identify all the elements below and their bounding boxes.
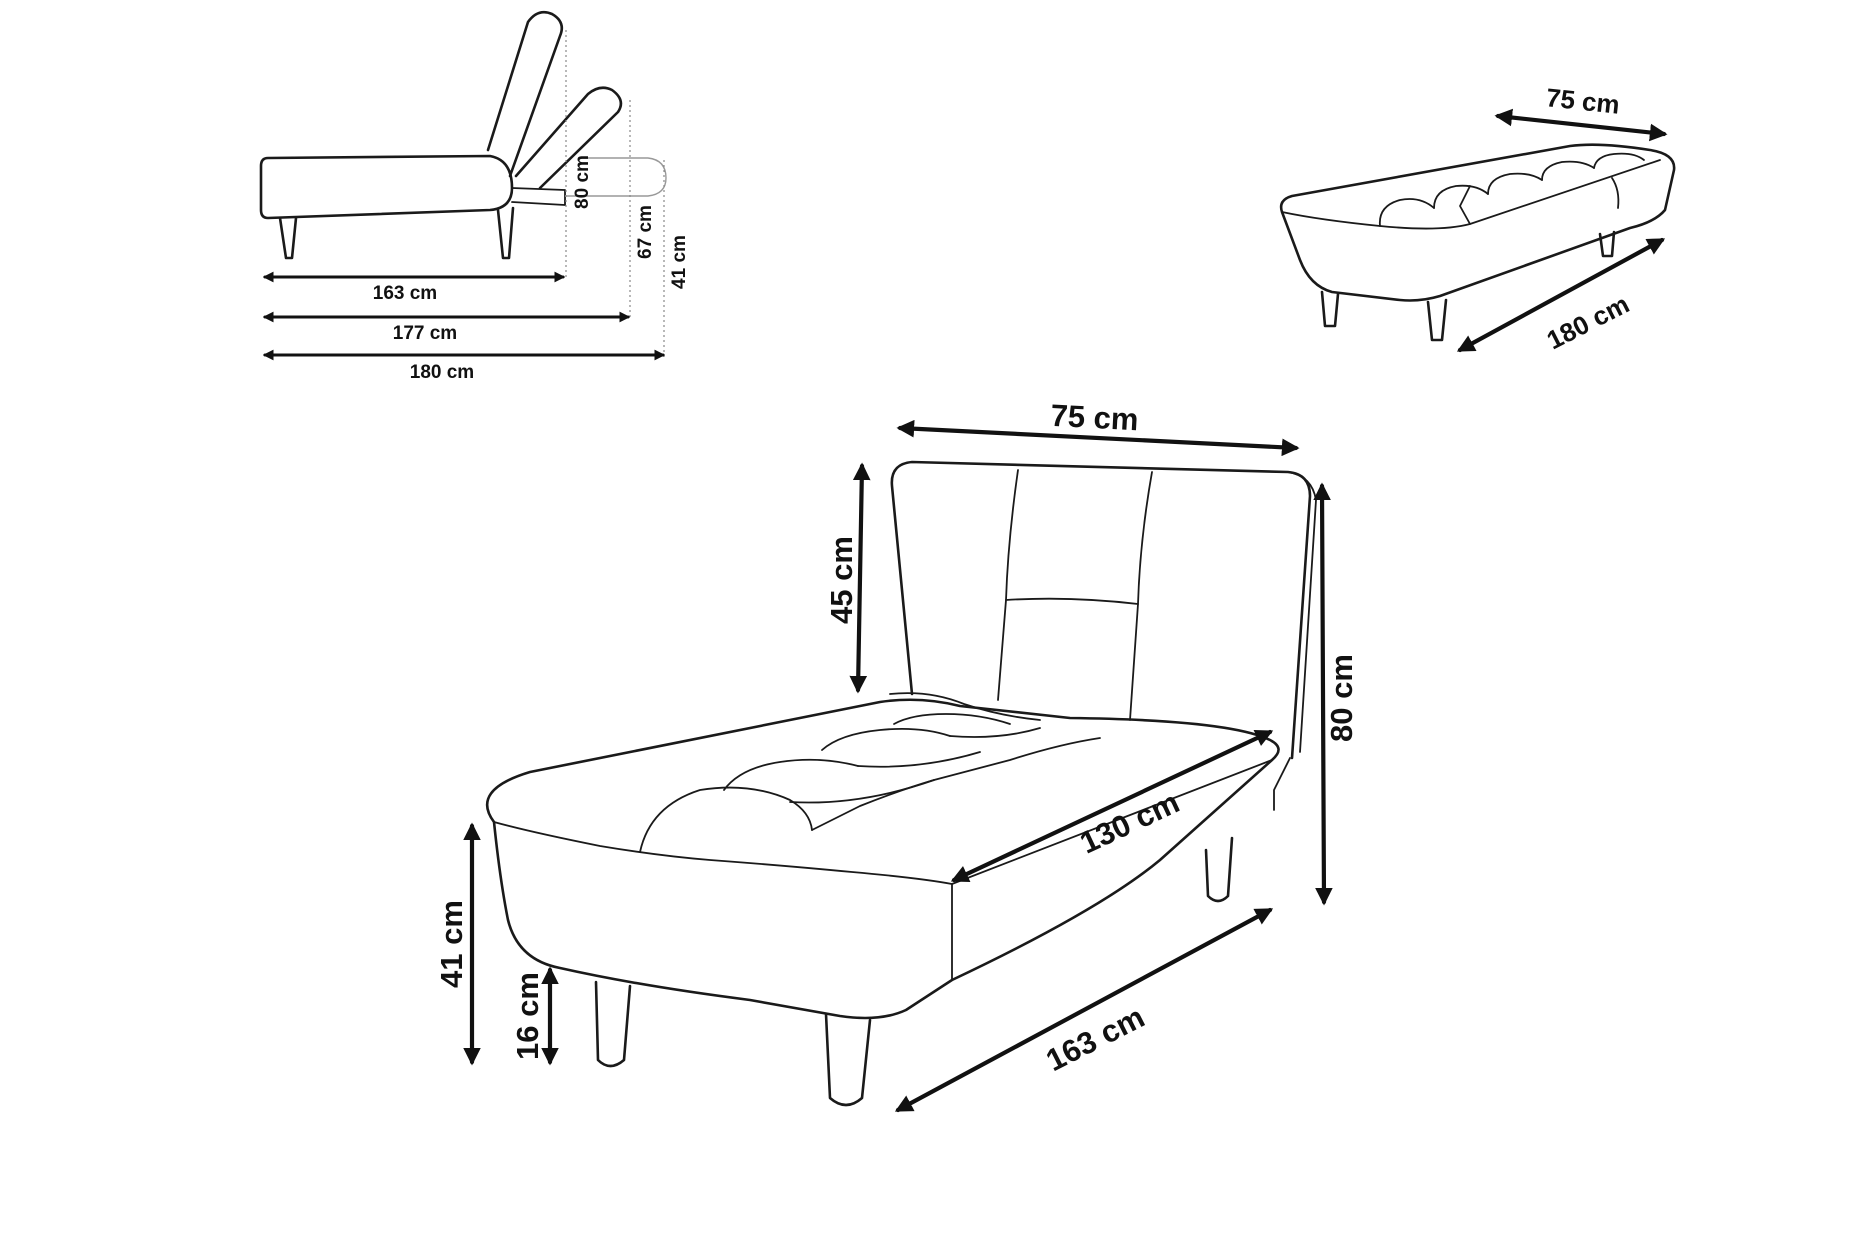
side-seat <box>259 154 514 220</box>
bed-view: 75 cm 180 cm <box>1279 82 1676 355</box>
side-view: 163 cm 177 cm 180 cm 80 cm 67 cm 41 cm <box>259 10 690 383</box>
chaise-backrest <box>890 460 1312 760</box>
chaise-leg-back-right <box>1204 836 1234 903</box>
chaise-label-seat-height: 41 cm <box>434 900 469 988</box>
side-label-67: 67 cm <box>635 205 656 259</box>
bed-leg-front-left <box>1320 290 1340 328</box>
side-support-bar <box>511 187 566 206</box>
chaise-label-leg: 16 cm <box>510 972 545 1060</box>
side-leg-back <box>496 206 515 260</box>
chaise-dim-line-length <box>894 907 1274 1113</box>
chaise-seat-back-edge <box>889 692 1041 721</box>
chaise-label-length: 163 cm <box>1040 999 1150 1078</box>
chaise-leg-front-right <box>824 1012 872 1107</box>
side-ghost-bed <box>565 157 667 197</box>
bed-dim-line-width <box>1494 108 1668 142</box>
chaise-dim-line-back <box>849 462 871 694</box>
side-label-80: 80 cm <box>572 155 593 209</box>
side-backrest-upright <box>486 10 564 178</box>
bed-label-width: 75 cm <box>1545 82 1621 120</box>
chaise-label-back: 45 cm <box>824 536 859 624</box>
chaise-seat <box>485 698 1280 1020</box>
side-label-41: 41 cm <box>669 235 690 289</box>
side-leg-front <box>278 216 298 260</box>
chaise-label-height: 80 cm <box>1324 654 1359 742</box>
chaise-dim-line-seat-depth <box>950 729 1274 883</box>
chaise-view: 75 cm 45 cm 80 cm 130 cm 163 cm 41 cm 16… <box>434 398 1359 1113</box>
side-label-163: 163 cm <box>373 283 437 304</box>
chaise-dim-line-width <box>896 419 1300 457</box>
side-label-177: 177 cm <box>393 323 457 344</box>
bed-mattress <box>1279 143 1676 302</box>
side-backrest-reclined <box>514 86 623 190</box>
bed-leg-front-right <box>1426 298 1448 342</box>
chaise-leg-front-left <box>594 980 632 1068</box>
chaise-label-width: 75 cm <box>1050 398 1140 438</box>
chaise-dim-line-height <box>1313 482 1333 906</box>
side-label-180: 180 cm <box>410 362 474 383</box>
bed-dim-line-length <box>1456 237 1666 353</box>
